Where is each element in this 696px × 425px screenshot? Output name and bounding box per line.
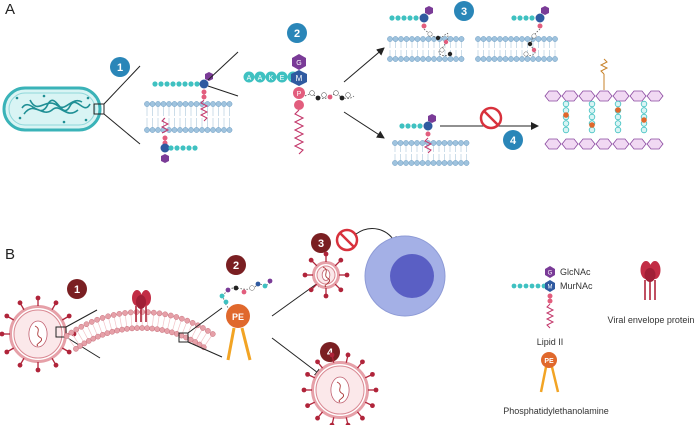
legend-lipid-ii-icon: G M (511, 266, 555, 329)
bacterium (2, 86, 102, 132)
step-a3-badge: 3 (454, 1, 474, 21)
legend-lipid-ii-label: Lipid II (537, 337, 564, 347)
step-b2-badge: 2 (226, 255, 246, 275)
svg-text:M: M (296, 74, 303, 83)
svg-text:M: M (548, 285, 553, 291)
peptidoglycan-mesh (544, 58, 664, 150)
svg-text:K: K (269, 75, 274, 82)
svg-text:A: A (258, 75, 263, 82)
zoom-box (93, 103, 105, 115)
svg-text:PE: PE (232, 312, 244, 322)
pe-lipid-ii-conjugate: PE (219, 278, 273, 361)
legend-murnac-label: MurNAc (560, 281, 593, 291)
zoom-box (178, 332, 189, 343)
svg-text:G: G (548, 271, 553, 277)
lipid-ii-detailed: A A K E A G M P (243, 54, 355, 155)
membrane-a4 (392, 140, 470, 166)
pathway-arrow (271, 337, 323, 377)
zoom-line (187, 307, 223, 334)
svg-text:1: 1 (117, 62, 123, 74)
lipid-ii-top (152, 72, 213, 122)
step-b1-badge: 1 (67, 279, 87, 299)
inhibition-symbol (479, 106, 503, 130)
lipid-ii-lower (399, 114, 436, 154)
viral-membrane-curved (63, 309, 216, 352)
legend-pe-label: Phosphatidylethanolamine (503, 406, 609, 416)
small-virion (302, 251, 350, 299)
legend-pe-icon: PE (539, 352, 560, 393)
svg-text:3: 3 (318, 238, 324, 250)
svg-text:2: 2 (294, 28, 300, 40)
legend-viral-protein-label: Viral envelope protein (608, 315, 695, 325)
zoom-line (65, 309, 98, 328)
panel-a-label: A (5, 1, 15, 18)
svg-text:E: E (280, 75, 285, 82)
inhibition-symbol (335, 228, 359, 252)
zoom-box (55, 326, 67, 338)
bacterial-membrane (144, 101, 233, 133)
svg-text:2: 2 (233, 260, 239, 272)
legend-viral-protein-icon (640, 261, 661, 300)
zoom-line (207, 51, 239, 81)
glcnac-sugar (292, 54, 306, 70)
zoom-line (65, 336, 101, 359)
step-b3-badge: 3 (311, 233, 331, 253)
svg-text:PE: PE (544, 358, 554, 365)
svg-text:4: 4 (510, 135, 517, 147)
step-a2-badge: 2 (287, 23, 307, 43)
step-b4-badge: 4 (320, 342, 340, 362)
virion-large (301, 352, 379, 425)
zoom-line (103, 65, 141, 105)
step-a1-badge: 1 (110, 57, 130, 77)
svg-text:1: 1 (74, 284, 80, 296)
svg-text:A: A (247, 75, 252, 82)
phosphate (293, 87, 305, 99)
pathway-arrow (271, 279, 323, 317)
svg-text:P: P (297, 91, 302, 98)
panel-b-label: B (5, 246, 15, 263)
membrane-a3 (387, 36, 558, 62)
pathway-arrow (343, 111, 385, 139)
host-cell (364, 235, 446, 317)
pathway-arrow (343, 47, 385, 83)
murnac-sugar (291, 70, 307, 86)
svg-text:3: 3 (461, 6, 467, 18)
zoom-line (187, 341, 223, 358)
virion (0, 295, 77, 373)
zoom-line (207, 85, 239, 97)
lipid-ii-bottom (160, 117, 198, 163)
viral-envelope-protein (132, 290, 151, 322)
step-a4-badge: 4 (503, 130, 523, 150)
legend-glcnac-label: GlcNAc (560, 267, 591, 277)
svg-text:4: 4 (327, 347, 334, 359)
svg-text:G: G (296, 60, 301, 67)
lipid-ii-in-membrane-a3 (389, 6, 549, 57)
zoom-line (103, 113, 141, 145)
peptide-stem: A A K E A (243, 71, 299, 83)
